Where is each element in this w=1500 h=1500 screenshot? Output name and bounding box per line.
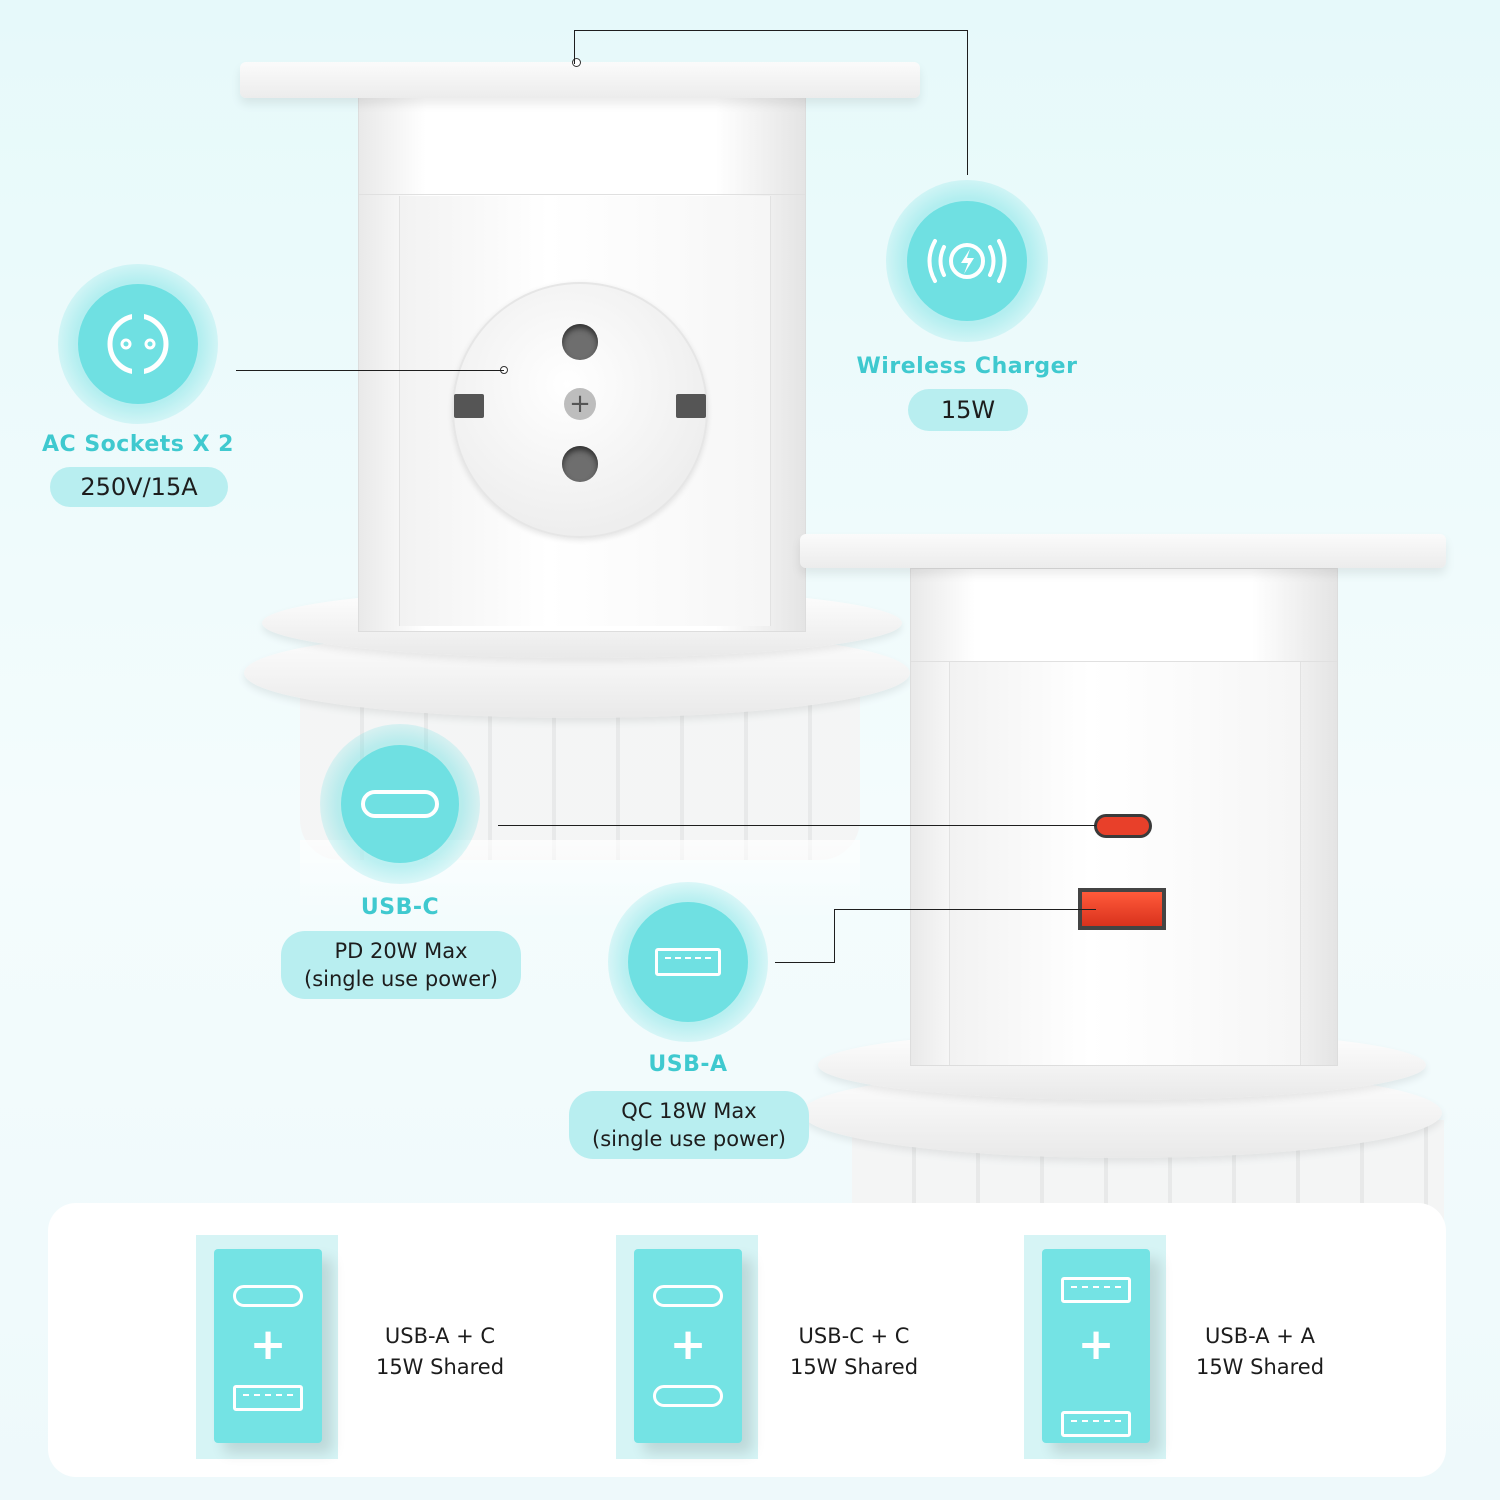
usba-callout-pill: QC 18W Max (single use power) bbox=[569, 1091, 809, 1159]
usbc-callout-line1: PD 20W Max bbox=[334, 939, 468, 963]
combo-3-card: + bbox=[1042, 1249, 1150, 1443]
leader-usba-h1 bbox=[775, 962, 835, 963]
combo-2-card: + bbox=[634, 1249, 742, 1443]
usba-callout-disc bbox=[628, 902, 748, 1022]
product-left: + bbox=[0, 0, 940, 920]
product-right bbox=[800, 534, 1446, 1230]
plus-icon: + bbox=[669, 1319, 707, 1370]
usb-c-port bbox=[1094, 814, 1152, 838]
product-left-seam bbox=[359, 194, 805, 195]
ac-callout-title: AC Sockets X 2 bbox=[42, 432, 234, 457]
wireless-callout-title: Wireless Charger bbox=[856, 354, 1078, 379]
combo-1-power: 15W Shared bbox=[375, 1355, 505, 1379]
usba-callout-title: USB-A bbox=[648, 1052, 728, 1077]
socket-clip-right bbox=[676, 394, 706, 418]
leader-ac bbox=[236, 370, 504, 371]
plus-icon: + bbox=[1077, 1319, 1115, 1370]
socket-screw: + bbox=[564, 388, 596, 420]
usb-c-icon bbox=[233, 1285, 303, 1307]
leader-usba-h2 bbox=[834, 909, 1096, 910]
combo-1-card: + bbox=[214, 1249, 322, 1443]
product-right-seam bbox=[911, 661, 1337, 662]
product-right-tower bbox=[910, 568, 1338, 1066]
usb-a-icon bbox=[233, 1385, 303, 1411]
combo-3-label: USB-A + A 15W Shared bbox=[1170, 1321, 1350, 1383]
plus-icon: + bbox=[249, 1319, 287, 1370]
usb-a-port-icon bbox=[655, 948, 721, 976]
usbc-callout-title: USB-C bbox=[360, 895, 440, 920]
wireless-callout-disc bbox=[907, 201, 1027, 321]
usba-callout-line1: QC 18W Max bbox=[621, 1099, 757, 1123]
ac-callout-disc bbox=[78, 284, 198, 404]
combo-1-label: USB-A + C 15W Shared bbox=[350, 1321, 530, 1383]
wireless-callout-value: 15W bbox=[908, 389, 1028, 431]
combo-2-power: 15W Shared bbox=[789, 1355, 919, 1379]
usb-a-icon bbox=[1061, 1277, 1131, 1303]
schuko-socket: + bbox=[452, 282, 708, 538]
usbc-callout-pill: PD 20W Max (single use power) bbox=[281, 931, 521, 999]
leader-usba-v bbox=[834, 909, 835, 963]
combo-1-ports: USB-A + C bbox=[384, 1324, 496, 1348]
usb-c-port-inner bbox=[1097, 817, 1149, 835]
combo-2-ports: USB-C + C bbox=[798, 1324, 910, 1348]
wireless-pad-cap bbox=[240, 58, 920, 98]
product-right-front-panel bbox=[949, 661, 1301, 1065]
schuko-socket-icon bbox=[107, 312, 169, 376]
shared-power-panel: + USB-A + C 15W Shared + USB-C + C 15W S… bbox=[48, 1203, 1446, 1477]
combo-2-label: USB-C + C 15W Shared bbox=[764, 1321, 944, 1383]
usb-c-icon bbox=[653, 1385, 723, 1407]
wireless-charging-icon bbox=[927, 239, 1007, 283]
ac-callout-value: 250V/15A bbox=[50, 467, 228, 507]
usba-callout-line2: (single use power) bbox=[592, 1127, 786, 1151]
leader-wireless-v1 bbox=[574, 30, 575, 64]
leader-usbc bbox=[498, 825, 1096, 826]
usbc-callout-line2: (single use power) bbox=[304, 967, 498, 991]
usbc-callout-disc bbox=[341, 745, 459, 863]
socket-clip-left bbox=[454, 394, 484, 418]
combo-3-ports: USB-A + A bbox=[1205, 1324, 1315, 1348]
usb-c-icon bbox=[653, 1285, 723, 1307]
usb-c-port-icon bbox=[361, 790, 439, 818]
combo-3-power: 15W Shared bbox=[1195, 1355, 1325, 1379]
leader-wireless-h bbox=[574, 30, 968, 31]
wireless-pad-dot bbox=[572, 58, 581, 67]
product-right-cap bbox=[800, 534, 1446, 568]
leader-wireless-v2 bbox=[967, 30, 968, 175]
socket-hole-bottom bbox=[562, 446, 598, 482]
socket-hole-top bbox=[562, 324, 598, 360]
usb-a-icon bbox=[1061, 1411, 1131, 1437]
